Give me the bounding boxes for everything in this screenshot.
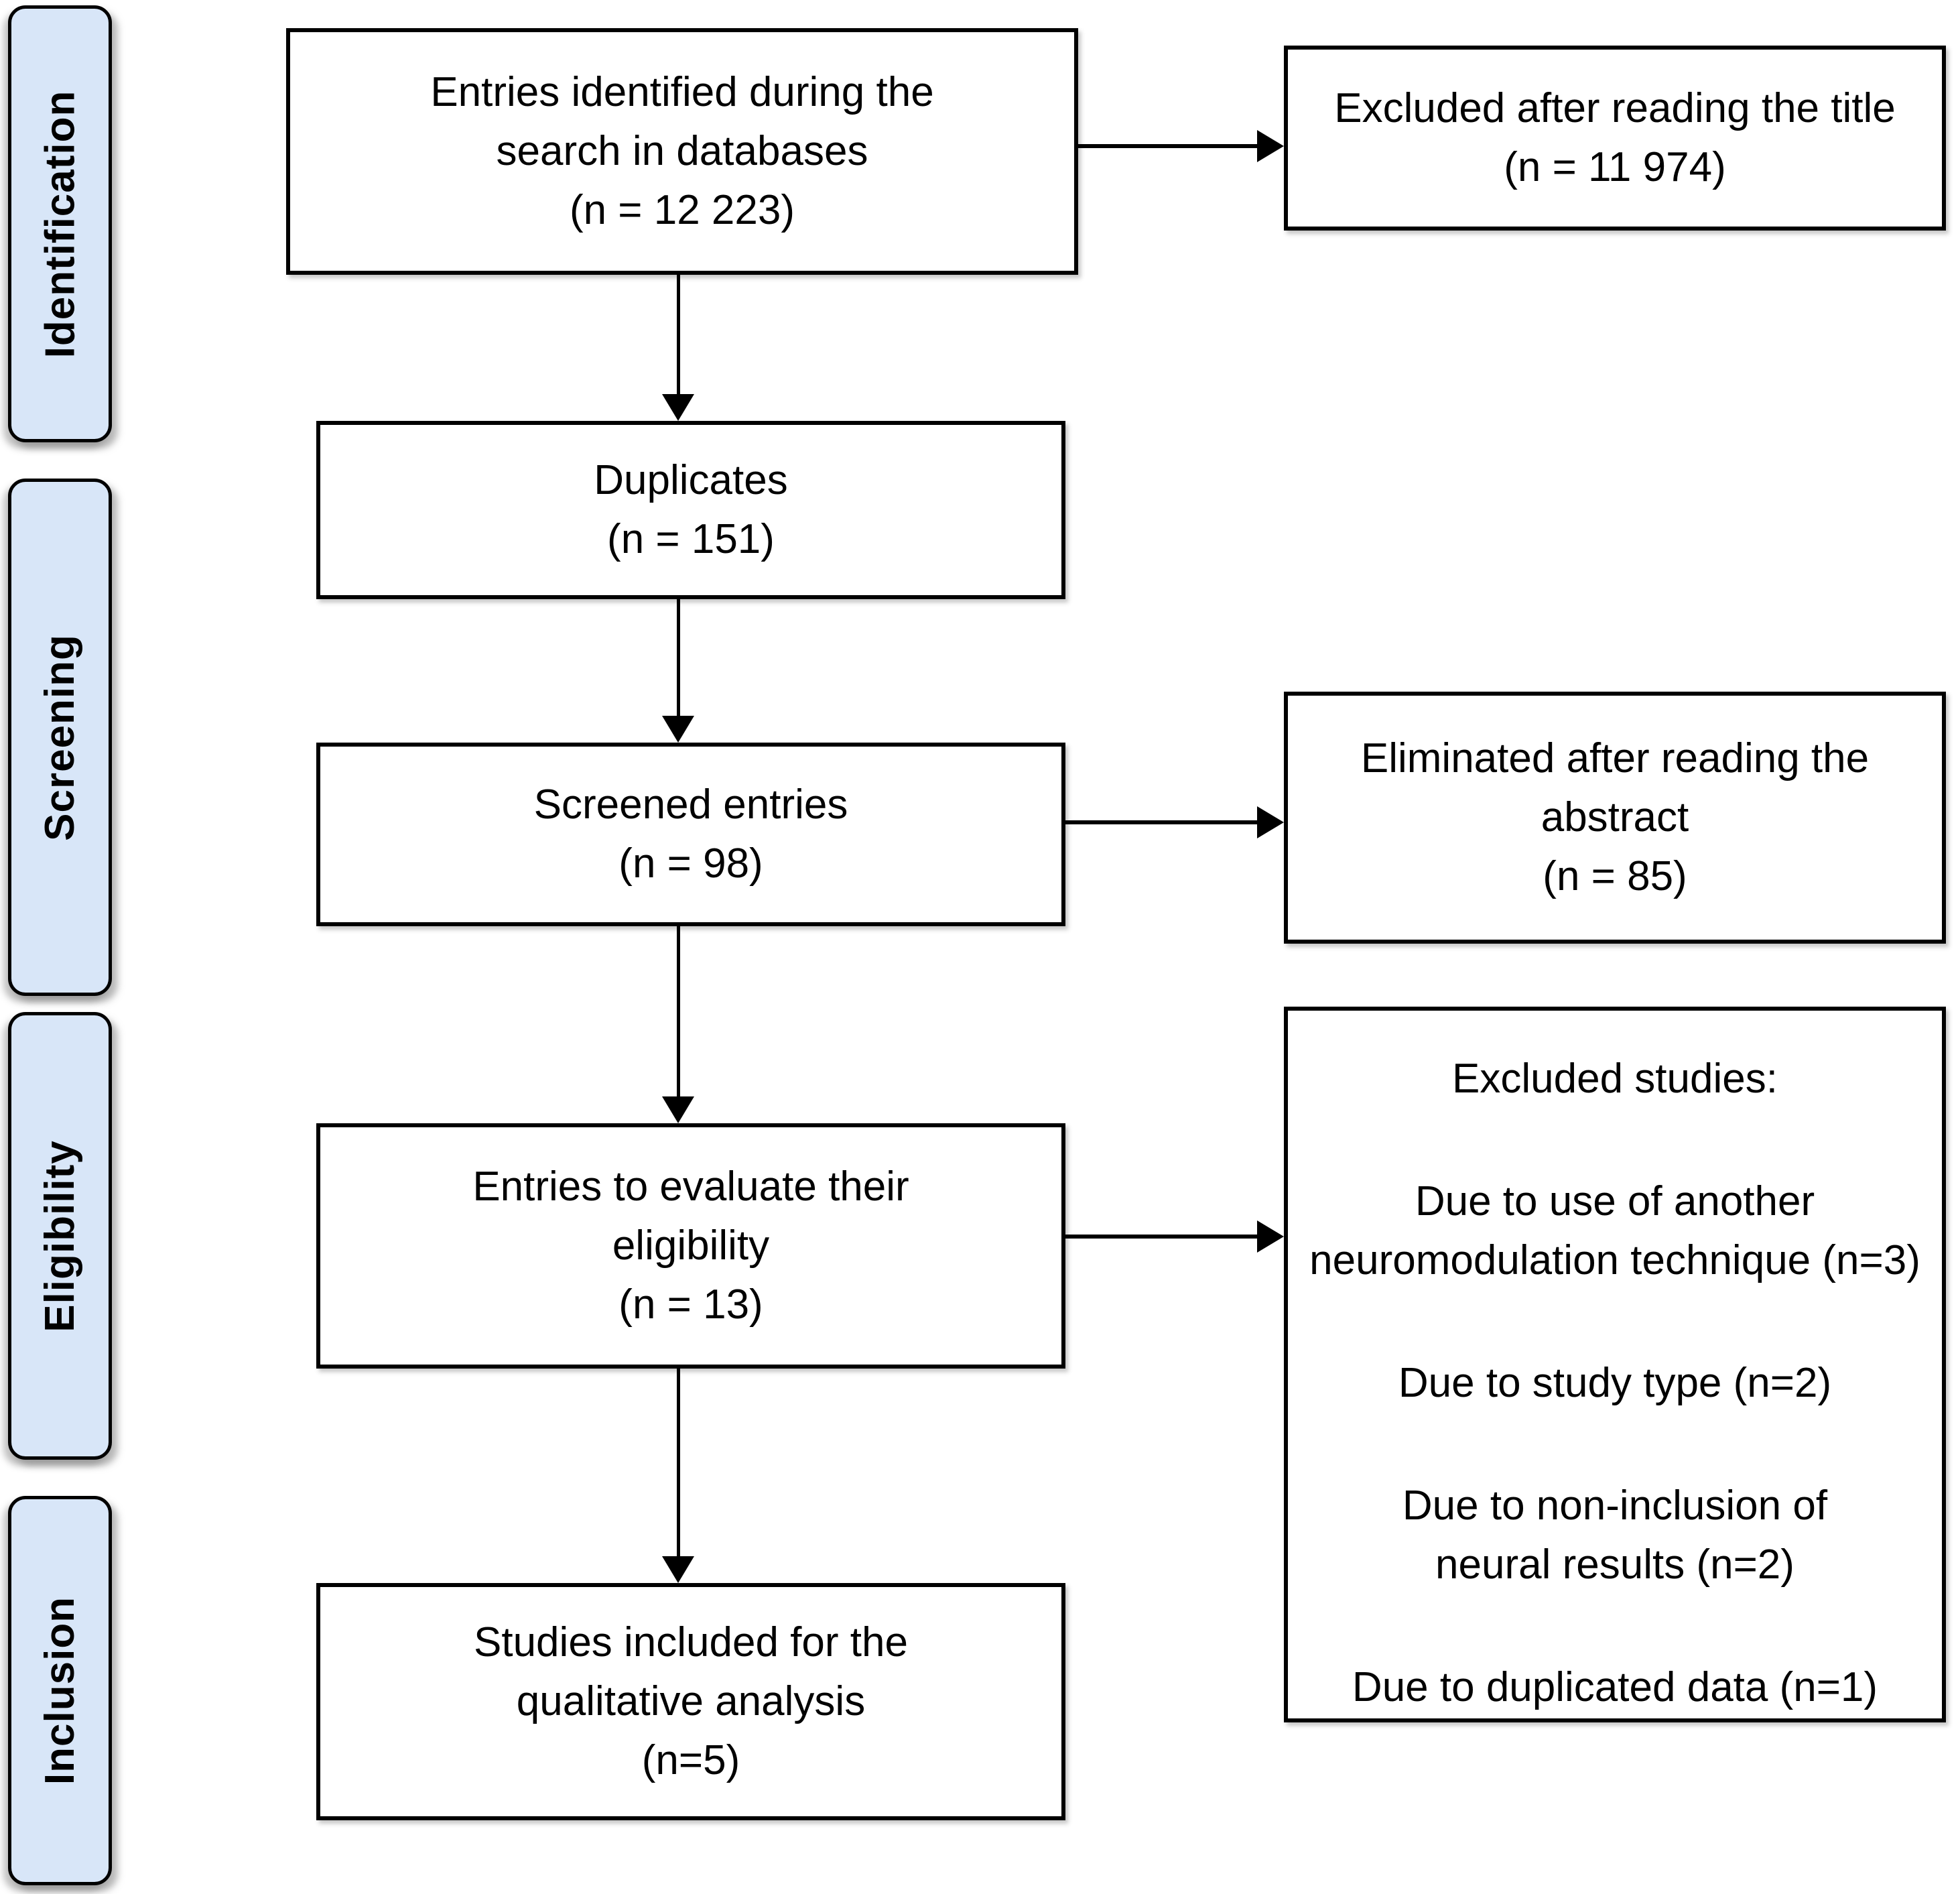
side-box-excluded-title: Excluded after reading the title (n = 11… [1284, 46, 1946, 231]
flow-box-screened: Screened entries (n = 98) [316, 743, 1065, 926]
box-text-line: qualitative analysis [516, 1678, 866, 1724]
box-text-line: Due to non-inclusion of [1402, 1482, 1828, 1529]
box-text-line: Due to study type (n=2) [1398, 1360, 1832, 1406]
box-text-line: Entries identified during the [430, 69, 934, 115]
arrowhead-right-icon [1257, 806, 1284, 838]
box-text-line: (n = 12 223) [569, 187, 795, 233]
arrowhead-right-icon [1257, 1220, 1284, 1253]
arrow-eligibility-to-excluded-studies [1065, 1235, 1258, 1239]
box-text-line: (n = 151) [607, 516, 775, 562]
arrow-eligibility-to-included [677, 1369, 680, 1556]
box-text-line: Studies included for the [474, 1619, 908, 1665]
arrow-screened-to-eliminated-abstract [1065, 820, 1258, 824]
box-text-line: neuromodulation technique (n=3) [1309, 1237, 1920, 1283]
stage-label-screening: Screening [37, 633, 83, 841]
arrowhead-down-icon [662, 1556, 694, 1583]
box-text-line: Entries to evaluate their [472, 1163, 909, 1210]
arrow-duplicates-to-screened [677, 599, 680, 716]
box-text-line: Duplicates [594, 457, 788, 503]
box-text-line: (n=5) [641, 1737, 740, 1783]
box-text-line: neural results (n=2) [1435, 1541, 1794, 1588]
exclusion-reason: Due to use of another neuromodulation te… [1309, 1172, 1920, 1290]
box-text-line: Excluded after reading the title [1334, 85, 1896, 131]
exclusion-reason: Due to study type (n=2) [1398, 1354, 1831, 1413]
stage-label-eligibility: Eligibility [37, 1139, 83, 1332]
box-text-line: (n = 98) [618, 840, 763, 887]
stage-eligibility: Eligibility [8, 1012, 112, 1460]
flow-box-identified: Entries identified during the search in … [286, 28, 1078, 275]
box-text-line: Due to duplicated data (n=1) [1352, 1664, 1878, 1710]
stage-label-inclusion: Inclusion [37, 1596, 84, 1785]
stage-identification: Identification [8, 5, 112, 442]
arrowhead-down-icon [662, 716, 694, 743]
arrow-screened-to-eligibility [677, 926, 680, 1096]
box-text-line: (n = 11 974) [1504, 144, 1726, 190]
arrowhead-down-icon [662, 394, 694, 421]
flow-box-eligibility: Entries to evaluate their eligibility (n… [316, 1123, 1065, 1369]
stage-screening: Screening [8, 479, 112, 996]
box-text-line: Due to use of another [1415, 1178, 1815, 1224]
side-box-excluded-studies: Excluded studies: Due to use of another … [1284, 1007, 1946, 1722]
exclusion-reason: Due to non-inclusion of neural results (… [1402, 1476, 1827, 1594]
box-text-line: (n = 13) [618, 1281, 763, 1328]
exclusion-reason: Due to duplicated data (n=1) [1352, 1658, 1878, 1717]
box-text-line: eligibility [612, 1222, 770, 1269]
stage-inclusion: Inclusion [8, 1496, 112, 1885]
box-text-line: abstract [1541, 794, 1689, 840]
arrow-identified-to-excluded-title [1078, 144, 1258, 148]
flow-box-included: Studies included for the qualitative ana… [316, 1583, 1065, 1820]
box-text-line: Screened entries [533, 781, 848, 828]
box-text-line: (n = 85) [1543, 853, 1687, 899]
flow-box-duplicates: Duplicates (n = 151) [316, 421, 1065, 599]
box-text-line: search in databases [496, 128, 868, 174]
excluded-studies-title: Excluded studies: [1452, 1056, 1778, 1102]
box-text-line: Eliminated after reading the [1360, 735, 1870, 781]
side-box-eliminated-abstract: Eliminated after reading the abstract (n… [1284, 692, 1946, 944]
arrowhead-right-icon [1257, 130, 1284, 162]
arrow-identified-to-duplicates [677, 275, 680, 397]
arrowhead-down-icon [662, 1096, 694, 1123]
stage-label-identification: Identification [37, 90, 83, 358]
